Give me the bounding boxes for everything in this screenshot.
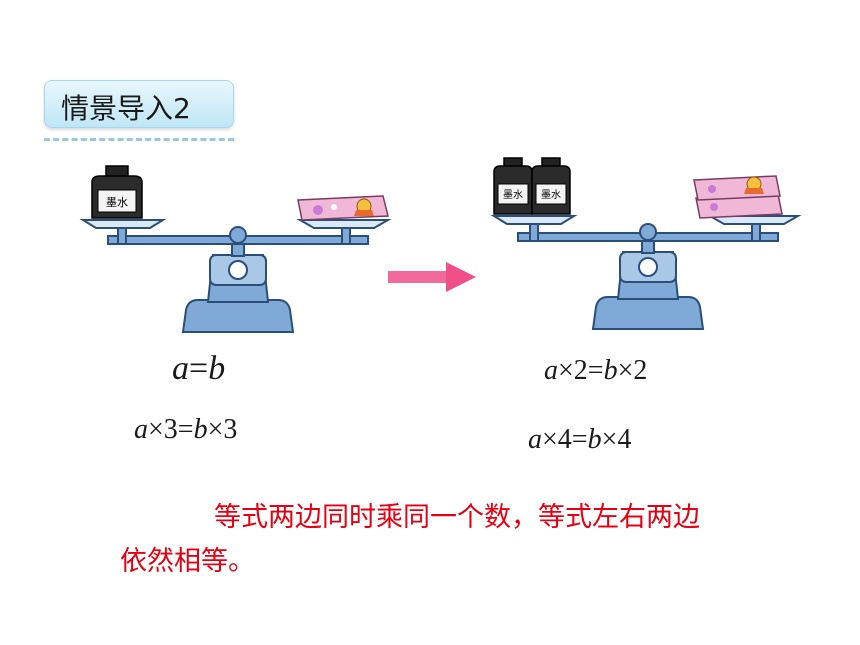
left-balance-scale: 墨水 bbox=[78, 160, 398, 335]
operator: ×4 bbox=[601, 424, 632, 455]
operator: ×3= bbox=[148, 414, 194, 445]
ink-label: 墨水 bbox=[541, 189, 561, 201]
equation-times-4: a×4=b×4 bbox=[528, 424, 631, 456]
conclusion-text: 等式两边同时乘同一个数，等式左右两边依然相等。 bbox=[120, 496, 720, 584]
right-balance-scale: 墨水 墨水 bbox=[488, 152, 808, 332]
ink-label: 墨水 bbox=[106, 196, 128, 209]
pencil-box bbox=[693, 175, 781, 201]
ink-label: 墨水 bbox=[503, 189, 523, 201]
title-underline bbox=[44, 138, 234, 141]
right-arrow bbox=[388, 262, 478, 296]
operator: ×2 bbox=[617, 355, 648, 386]
conclusion-text-body: 等式两边同时乘同一个数，等式左右两边依然相等。 bbox=[120, 502, 700, 577]
var-a: a bbox=[172, 350, 189, 387]
var-a: a bbox=[544, 355, 558, 386]
equation-a-equals-b: a=b bbox=[172, 350, 225, 388]
var-a: a bbox=[134, 414, 148, 445]
var-b: b bbox=[603, 355, 618, 386]
pencil-box bbox=[297, 195, 389, 221]
var-b: b bbox=[193, 414, 208, 445]
title-tab: 情景导入2 bbox=[44, 80, 234, 128]
ink-bottle: 墨水 bbox=[493, 157, 533, 215]
ink-bottle: 墨水 bbox=[91, 165, 143, 219]
var-b: b bbox=[208, 350, 226, 387]
equals-sign: = bbox=[189, 350, 209, 387]
operator: ×2= bbox=[558, 355, 604, 386]
equation-times-2: a×2=b×2 bbox=[544, 355, 647, 387]
var-b: b bbox=[587, 424, 602, 455]
operator: ×4= bbox=[542, 424, 588, 455]
page-title: 情景导入2 bbox=[61, 92, 191, 125]
operator: ×3 bbox=[207, 414, 238, 445]
ink-bottle: 墨水 bbox=[531, 157, 571, 215]
var-a: a bbox=[528, 424, 542, 455]
equation-times-3: a×3=b×3 bbox=[134, 414, 237, 446]
